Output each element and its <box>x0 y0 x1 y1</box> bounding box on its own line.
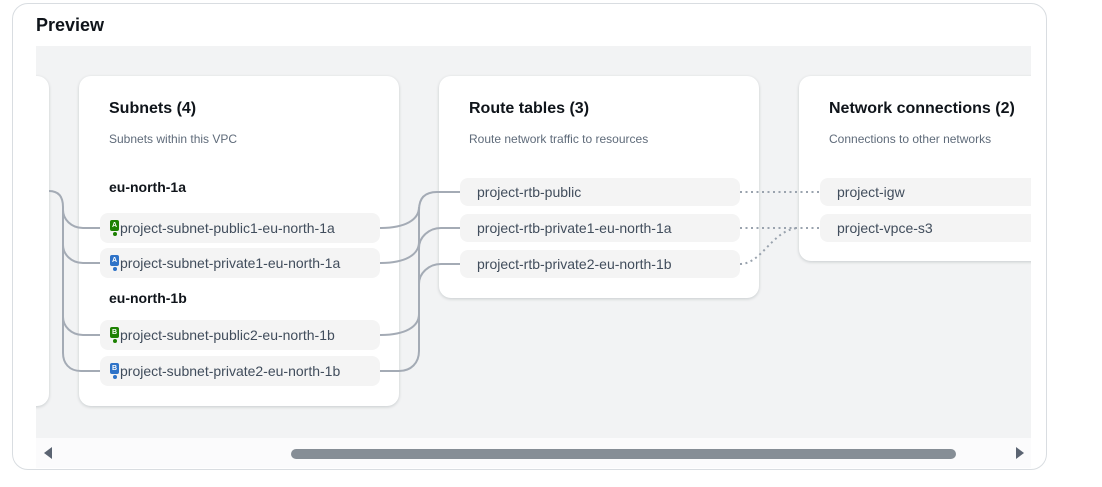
preview-container: Preview Subnets (4) Subnets within this … <box>12 3 1047 470</box>
network-connection-item-vpce: project-vpce-s3 <box>820 214 1031 242</box>
subnet-item-private2: B project-subnet-private2-eu-north-1b <box>100 356 380 386</box>
subnets-card-title: Subnets (4) <box>109 100 197 117</box>
vpc-card-clipped <box>36 76 49 406</box>
network-connections-card: Network connections (2) Connections to o… <box>799 76 1031 261</box>
subnet-item-label: project-subnet-private2-eu-north-1b <box>120 363 341 379</box>
preview-canvas: Subnets (4) Subnets within this VPC eu-n… <box>36 46 1031 438</box>
subnets-card: Subnets (4) Subnets within this VPC eu-n… <box>79 76 399 406</box>
availability-zone-badge-icon: B <box>110 327 119 343</box>
network-connections-card-subtitle: Connections to other networks <box>829 132 992 146</box>
network-connection-item-igw: project-igw <box>820 178 1031 206</box>
scroll-right-icon[interactable] <box>1016 447 1024 459</box>
route-table-item-label: project-rtb-public <box>477 184 582 200</box>
subnets-card-subtitle: Subnets within this VPC <box>109 132 238 146</box>
az-group-label-b: eu-north-1b <box>109 290 187 306</box>
route-table-item-public: project-rtb-public <box>460 178 740 206</box>
scroll-left-icon[interactable] <box>44 447 52 459</box>
horizontal-scrollbar[interactable] <box>36 438 1031 468</box>
scrollbar-thumb[interactable] <box>291 449 956 459</box>
network-connection-item-label: project-vpce-s3 <box>837 220 933 236</box>
route-tables-card: Route tables (3) Route network traffic t… <box>439 76 759 298</box>
route-tables-card-title: Route tables (3) <box>469 100 590 117</box>
route-table-item-label: project-rtb-private2-eu-north-1b <box>477 256 672 272</box>
subnet-item-label: project-subnet-public2-eu-north-1b <box>120 327 335 343</box>
route-table-item-private2: project-rtb-private2-eu-north-1b <box>460 250 740 278</box>
network-connection-item-label: project-igw <box>837 184 905 200</box>
availability-zone-badge-icon: B <box>110 363 119 379</box>
subnet-item-private1: A project-subnet-private1-eu-north-1a <box>100 248 380 278</box>
subnet-item-label: project-subnet-public1-eu-north-1a <box>120 220 335 236</box>
subnet-item-public1: A project-subnet-public1-eu-north-1a <box>100 213 380 243</box>
route-tables-card-subtitle: Route network traffic to resources <box>469 132 649 146</box>
availability-zone-badge-icon: A <box>110 220 119 236</box>
route-table-item-label: project-rtb-private1-eu-north-1a <box>477 220 672 236</box>
az-group-label-a: eu-north-1a <box>109 179 186 195</box>
network-connections-card-title: Network connections (2) <box>829 100 1015 117</box>
availability-zone-badge-icon: A <box>110 255 119 271</box>
route-table-item-private1: project-rtb-private1-eu-north-1a <box>460 214 740 242</box>
subnet-item-label: project-subnet-private1-eu-north-1a <box>120 255 341 271</box>
subnet-item-public2: B project-subnet-public2-eu-north-1b <box>100 320 380 350</box>
preview-heading: Preview <box>36 15 105 35</box>
